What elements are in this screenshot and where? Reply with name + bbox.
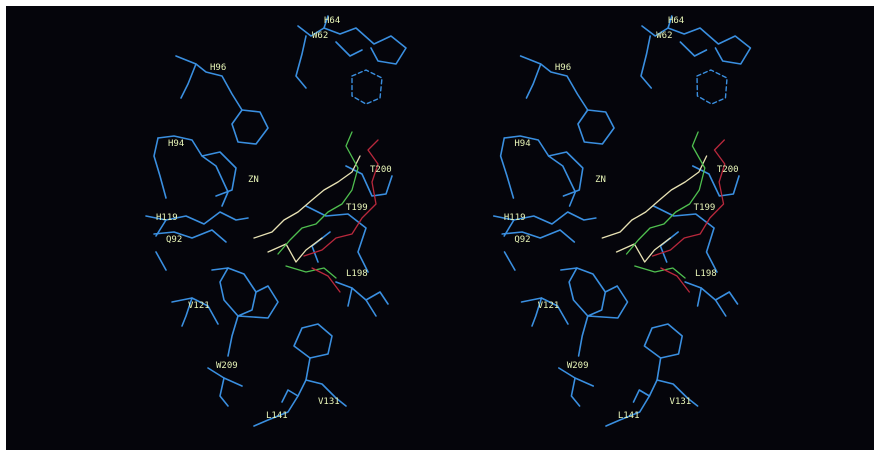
protein-bond — [311, 231, 331, 263]
residue-label-h94-right: H94 — [514, 139, 530, 149]
protein-bond — [525, 63, 542, 99]
residue-label-l141-right: L141 — [618, 411, 640, 421]
protein-bond — [347, 287, 353, 307]
residue-label-l141-left: L141 — [266, 411, 288, 421]
residue-label-w209-right: W209 — [567, 361, 589, 371]
protein-bond — [211, 267, 257, 317]
ligand-bond — [660, 267, 690, 293]
residue-label-w62-left: W62 — [312, 31, 328, 41]
protein-bond — [643, 323, 684, 359]
protein-bond — [641, 25, 752, 65]
protein-bond — [171, 297, 219, 325]
protein-bond — [632, 389, 651, 403]
aromatic-ring-dashed — [351, 69, 383, 105]
protein-bond — [640, 35, 653, 89]
protein-bond — [577, 109, 615, 145]
ligand-bond — [615, 237, 671, 263]
protein-bond — [568, 267, 629, 319]
residue-label-t200-right: T200 — [717, 165, 739, 175]
ligand-bond — [651, 139, 726, 257]
residue-label-h64-left: H64 — [324, 16, 340, 26]
ligand-bond — [253, 155, 361, 239]
residue-label-h94-left: H94 — [168, 139, 184, 149]
residue-label-w62-right: W62 — [656, 31, 672, 41]
ligand-bond — [267, 237, 323, 263]
protein-bond — [519, 55, 589, 111]
ligand-bond — [625, 131, 706, 255]
residue-label-h96-right: H96 — [555, 63, 571, 73]
protein-bond — [181, 297, 193, 327]
ligand-bond — [303, 139, 379, 257]
protein-bond — [305, 205, 369, 273]
protein-bond — [531, 297, 543, 327]
residue-label-w209-left: W209 — [216, 361, 238, 371]
residue-label-zn-right: ZN — [595, 175, 606, 185]
protein-bond — [501, 229, 576, 243]
protein-bond — [227, 315, 239, 357]
protein-bond — [231, 109, 269, 145]
protein-bond — [679, 41, 708, 57]
protein-bond — [714, 299, 727, 317]
protein-bond — [323, 15, 329, 29]
protein-bond — [560, 267, 607, 317]
residue-label-l198-right: L198 — [695, 269, 717, 279]
protein-bond — [570, 377, 581, 407]
protein-bond — [667, 15, 673, 29]
residue-label-v131-right: V131 — [670, 397, 692, 407]
residue-label-t199-left: T199 — [346, 203, 368, 213]
ligand-bond — [277, 131, 359, 255]
protein-bond — [656, 379, 699, 407]
protein-bond — [503, 219, 515, 237]
protein-bond — [295, 35, 307, 89]
protein-bond — [201, 151, 237, 197]
protein-bond — [153, 137, 167, 199]
protein-bond — [499, 137, 515, 199]
protein-bond — [175, 55, 243, 111]
residue-label-h119-left: H119 — [156, 213, 178, 223]
protein-bond — [659, 231, 679, 263]
protein-bond — [305, 379, 347, 407]
residue-label-v121-right: V121 — [538, 301, 560, 311]
protein-bond — [253, 357, 311, 427]
protein-bond — [297, 25, 407, 65]
protein-bond — [503, 251, 516, 271]
protein-bond — [219, 267, 279, 319]
residue-label-v121-left: V121 — [188, 301, 210, 311]
residue-label-h64-right: H64 — [668, 16, 684, 26]
protein-bond — [547, 151, 584, 197]
protein-bond — [335, 41, 363, 57]
residue-label-h119-right: H119 — [504, 213, 526, 223]
residue-label-t199-right: T199 — [694, 203, 716, 213]
residue-label-v131-left: V131 — [318, 397, 340, 407]
protein-bond — [520, 297, 569, 325]
protein-bond — [696, 287, 703, 307]
ligand-bond — [311, 267, 341, 293]
protein-bond — [293, 323, 333, 359]
residue-label-h96-left: H96 — [210, 63, 226, 73]
residue-label-q92-left: Q92 — [166, 235, 182, 245]
protein-bond — [684, 281, 739, 305]
residue-label-q92-right: Q92 — [514, 235, 530, 245]
protein-bond — [281, 389, 299, 403]
residue-label-l198-left: L198 — [346, 269, 368, 279]
protein-bond — [365, 299, 377, 317]
ligand-bond — [601, 155, 708, 239]
protein-bond — [155, 219, 167, 237]
protein-bond — [219, 377, 229, 407]
residue-label-t200-left: T200 — [370, 165, 392, 175]
aromatic-ring-dashed — [696, 69, 728, 105]
protein-bond — [605, 357, 662, 427]
protein-bond — [180, 63, 197, 99]
protein-bond — [155, 251, 167, 271]
residue-label-zn-left: ZN — [248, 175, 259, 185]
protein-bond — [335, 281, 389, 305]
protein-bond — [577, 315, 589, 357]
protein-bond — [153, 229, 227, 243]
protein-bond — [652, 205, 718, 273]
